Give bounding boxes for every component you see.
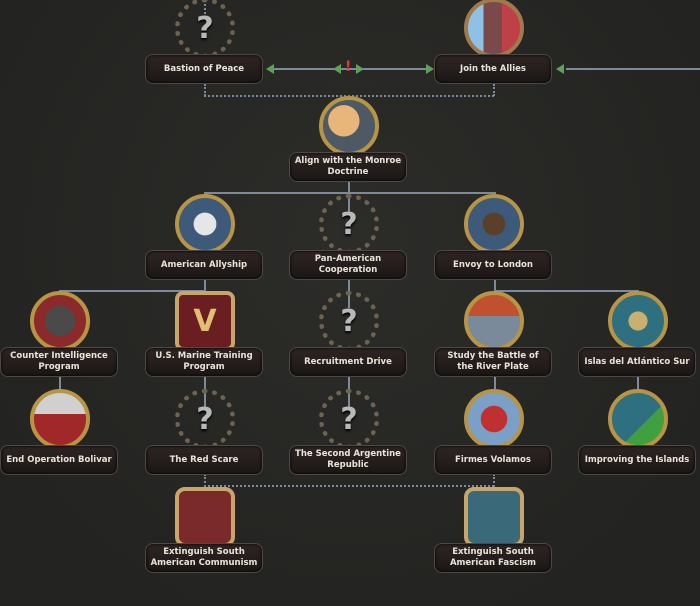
- focus-extinguish-fascism[interactable]: Extinguish South American Fascism: [434, 487, 554, 579]
- connector-line: [59, 290, 206, 292]
- air-wings-icon: [464, 389, 524, 449]
- focus-recruitment-drive[interactable]: ? Recruitment Drive: [289, 291, 409, 383]
- capitol-handshake-icon: [175, 194, 235, 254]
- dotted-connector: [204, 485, 494, 487]
- connector-line: [494, 290, 639, 292]
- dotted-connector: [204, 474, 206, 494]
- connector-line: [204, 192, 496, 194]
- connector-line: [637, 375, 639, 400]
- focus-firmes-volamos[interactable]: Firmes Volamos: [434, 389, 554, 481]
- question-mark-icon: ?: [319, 389, 379, 449]
- focus-marine-training[interactable]: V U.S. Marine Training Program: [145, 291, 265, 383]
- focus-align-monroe-doctrine[interactable]: Align with the Monroe Doctrine: [289, 96, 409, 188]
- focus-envoy-to-london[interactable]: Envoy to London: [434, 194, 554, 286]
- focus-red-scare[interactable]: ? The Red Scare: [145, 389, 265, 481]
- dotted-connector: [493, 474, 495, 494]
- mutual-exclusive-line: [274, 68, 426, 70]
- focus-american-allyship[interactable]: American Allyship: [145, 194, 265, 286]
- big-ben-icon: [464, 194, 524, 254]
- exclusive-arrow-icon: [426, 64, 434, 74]
- question-mark-icon: ?: [319, 291, 379, 351]
- exclusive-arrow-icon: [266, 64, 274, 74]
- marine-chevron-icon: V: [175, 291, 235, 351]
- connector-line: [566, 68, 700, 70]
- question-mark-icon: ?: [319, 194, 379, 254]
- dotted-connector: [493, 84, 495, 96]
- focus-river-plate[interactable]: Study the Battle of the River Plate: [434, 291, 554, 383]
- focus-islas-atlantico-sur[interactable]: Islas del Atlántico Sur: [578, 291, 698, 383]
- americas-handshake-icon: [319, 96, 379, 156]
- mutual-exclusive-icon: !: [345, 59, 352, 75]
- focus-join-the-allies[interactable]: Join the Allies: [434, 0, 554, 90]
- focus-bastion-of-peace[interactable]: ? Bastion of Peace: [145, 0, 265, 90]
- focus-counter-intelligence[interactable]: Counter Intelligence Program: [0, 291, 120, 383]
- question-mark-icon: ?: [175, 0, 235, 58]
- connector-line: [348, 180, 350, 194]
- question-mark-icon: ?: [175, 389, 235, 449]
- red-shield-icon: [175, 487, 235, 547]
- focus-pan-american-cooperation[interactable]: ? Pan-American Cooperation: [289, 194, 409, 286]
- connector-line: [494, 375, 496, 400]
- exclusive-arrow-icon: [556, 64, 564, 74]
- focus-improving-islands[interactable]: Improving the Islands: [578, 389, 698, 481]
- islands-arrow-icon: [608, 389, 668, 449]
- spy-icon: [30, 291, 90, 351]
- connector-line: [59, 375, 61, 400]
- fist-radio-icon: [30, 389, 90, 449]
- allied-flags-icon: [464, 0, 524, 58]
- islands-map-icon: [608, 291, 668, 351]
- dotted-connector: [204, 84, 206, 96]
- focus-extinguish-communism[interactable]: Extinguish South American Communism: [145, 487, 265, 579]
- exclusive-arrow-icon: [333, 64, 341, 74]
- eagle-shield-icon: [464, 487, 524, 547]
- focus-end-operation-bolivar[interactable]: End Operation Bolivar: [0, 389, 120, 481]
- focus-second-argentine-republic[interactable]: ? The Second Argentine Republic: [289, 389, 409, 481]
- exclusive-arrow-icon: [356, 64, 364, 74]
- warship-icon: [464, 291, 524, 351]
